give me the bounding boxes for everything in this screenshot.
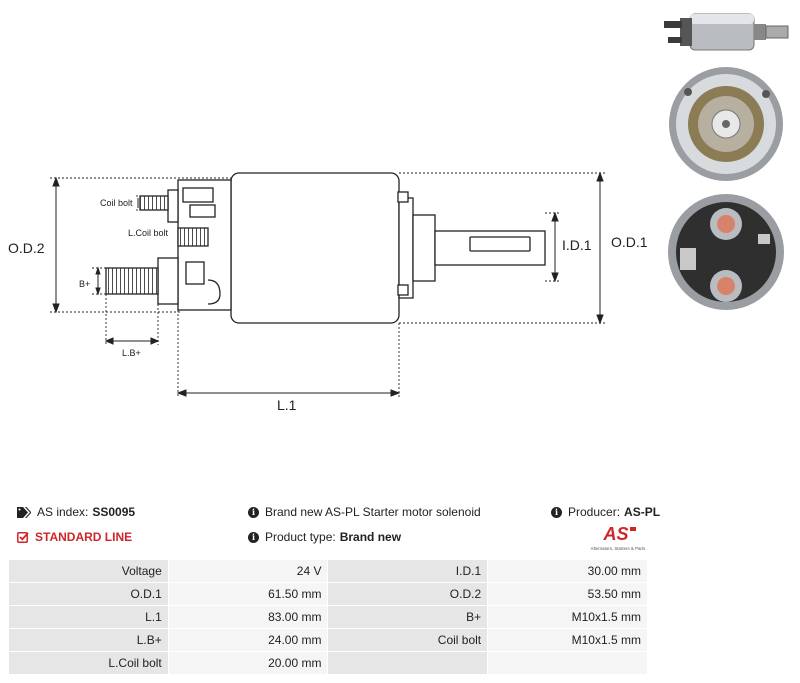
label-od1: O.D.1 [611,234,648,250]
tags-icon [17,506,31,518]
product-photo-side [664,13,789,51]
spec-value [487,651,648,675]
label-l1: L.1 [277,397,297,413]
standard-line: STANDARD LINE [17,530,132,544]
spec-key: Coil bolt [327,628,489,652]
technical-drawing: O.D.2 O.D.1 I.D.1 Coil bolt L.Coil bolt … [8,171,648,413]
producer-value: AS-PL [624,505,661,519]
info-icon: i [248,531,259,543]
b-plus-bolt [105,267,159,295]
product-type-label: Product type: [265,530,336,544]
label-b-plus: B+ [79,279,90,289]
as-index-label: AS index: [37,505,89,519]
producer: i Producer: AS-PL [551,505,660,519]
label-coil-bolt: Coil bolt [100,198,133,208]
solenoid-body [230,172,400,324]
description-text: Brand new AS-PL Starter motor solenoid [265,505,481,519]
spec-value: 61.50 mm [167,582,329,606]
description: i Brand new AS-PL Starter motor solenoid [248,505,481,519]
spec-key: I.D.1 [327,559,489,583]
spec-key: B+ [327,605,489,629]
as-index-value: SS0095 [92,505,136,519]
label-od2: O.D.2 [8,240,45,256]
spec-key: L.Coil bolt [8,651,169,675]
spec-value: 30.00 mm [487,559,648,583]
spec-key: O.D.2 [327,582,489,606]
spec-value: M10x1.5 mm [487,628,648,652]
product-photo-front [669,67,783,181]
producer-label: Producer: [568,505,621,519]
info-icon: i [248,506,259,518]
spec-key: L.B+ [8,628,169,652]
product-type: i Product type: Brand new [248,530,401,544]
spec-key: L.1 [8,605,169,629]
spec-value: 83.00 mm [167,605,329,629]
spec-value: 53.50 mm [487,582,648,606]
info-icon: i [551,506,562,518]
as-index: AS index: SS0095 [17,505,135,519]
product-type-value: Brand new [339,530,402,544]
coil-bolt [139,195,169,211]
label-id1: I.D.1 [562,237,592,253]
spec-key: Voltage [8,559,169,583]
spec-value: 20.00 mm [167,651,329,675]
label-l-coil-bolt: L.Coil bolt [128,228,169,238]
product-photo-terminals [668,194,784,310]
label-lb-plus: L.B+ [122,348,141,358]
spec-key [327,651,489,675]
check-square-icon [17,531,29,543]
spec-value: M10x1.5 mm [487,605,648,629]
standard-line-label: STANDARD LINE [35,530,133,544]
svg-text:Alternators, Starters & Parts: Alternators, Starters & Parts [591,546,646,551]
spec-value: 24 V [167,559,329,583]
svg-text:AS: AS [602,524,628,544]
spec-value: 24.00 mm [167,628,329,652]
spec-key: O.D.1 [8,582,169,606]
as-pl-logo: AS Alternators, Starters & Parts [591,524,646,551]
